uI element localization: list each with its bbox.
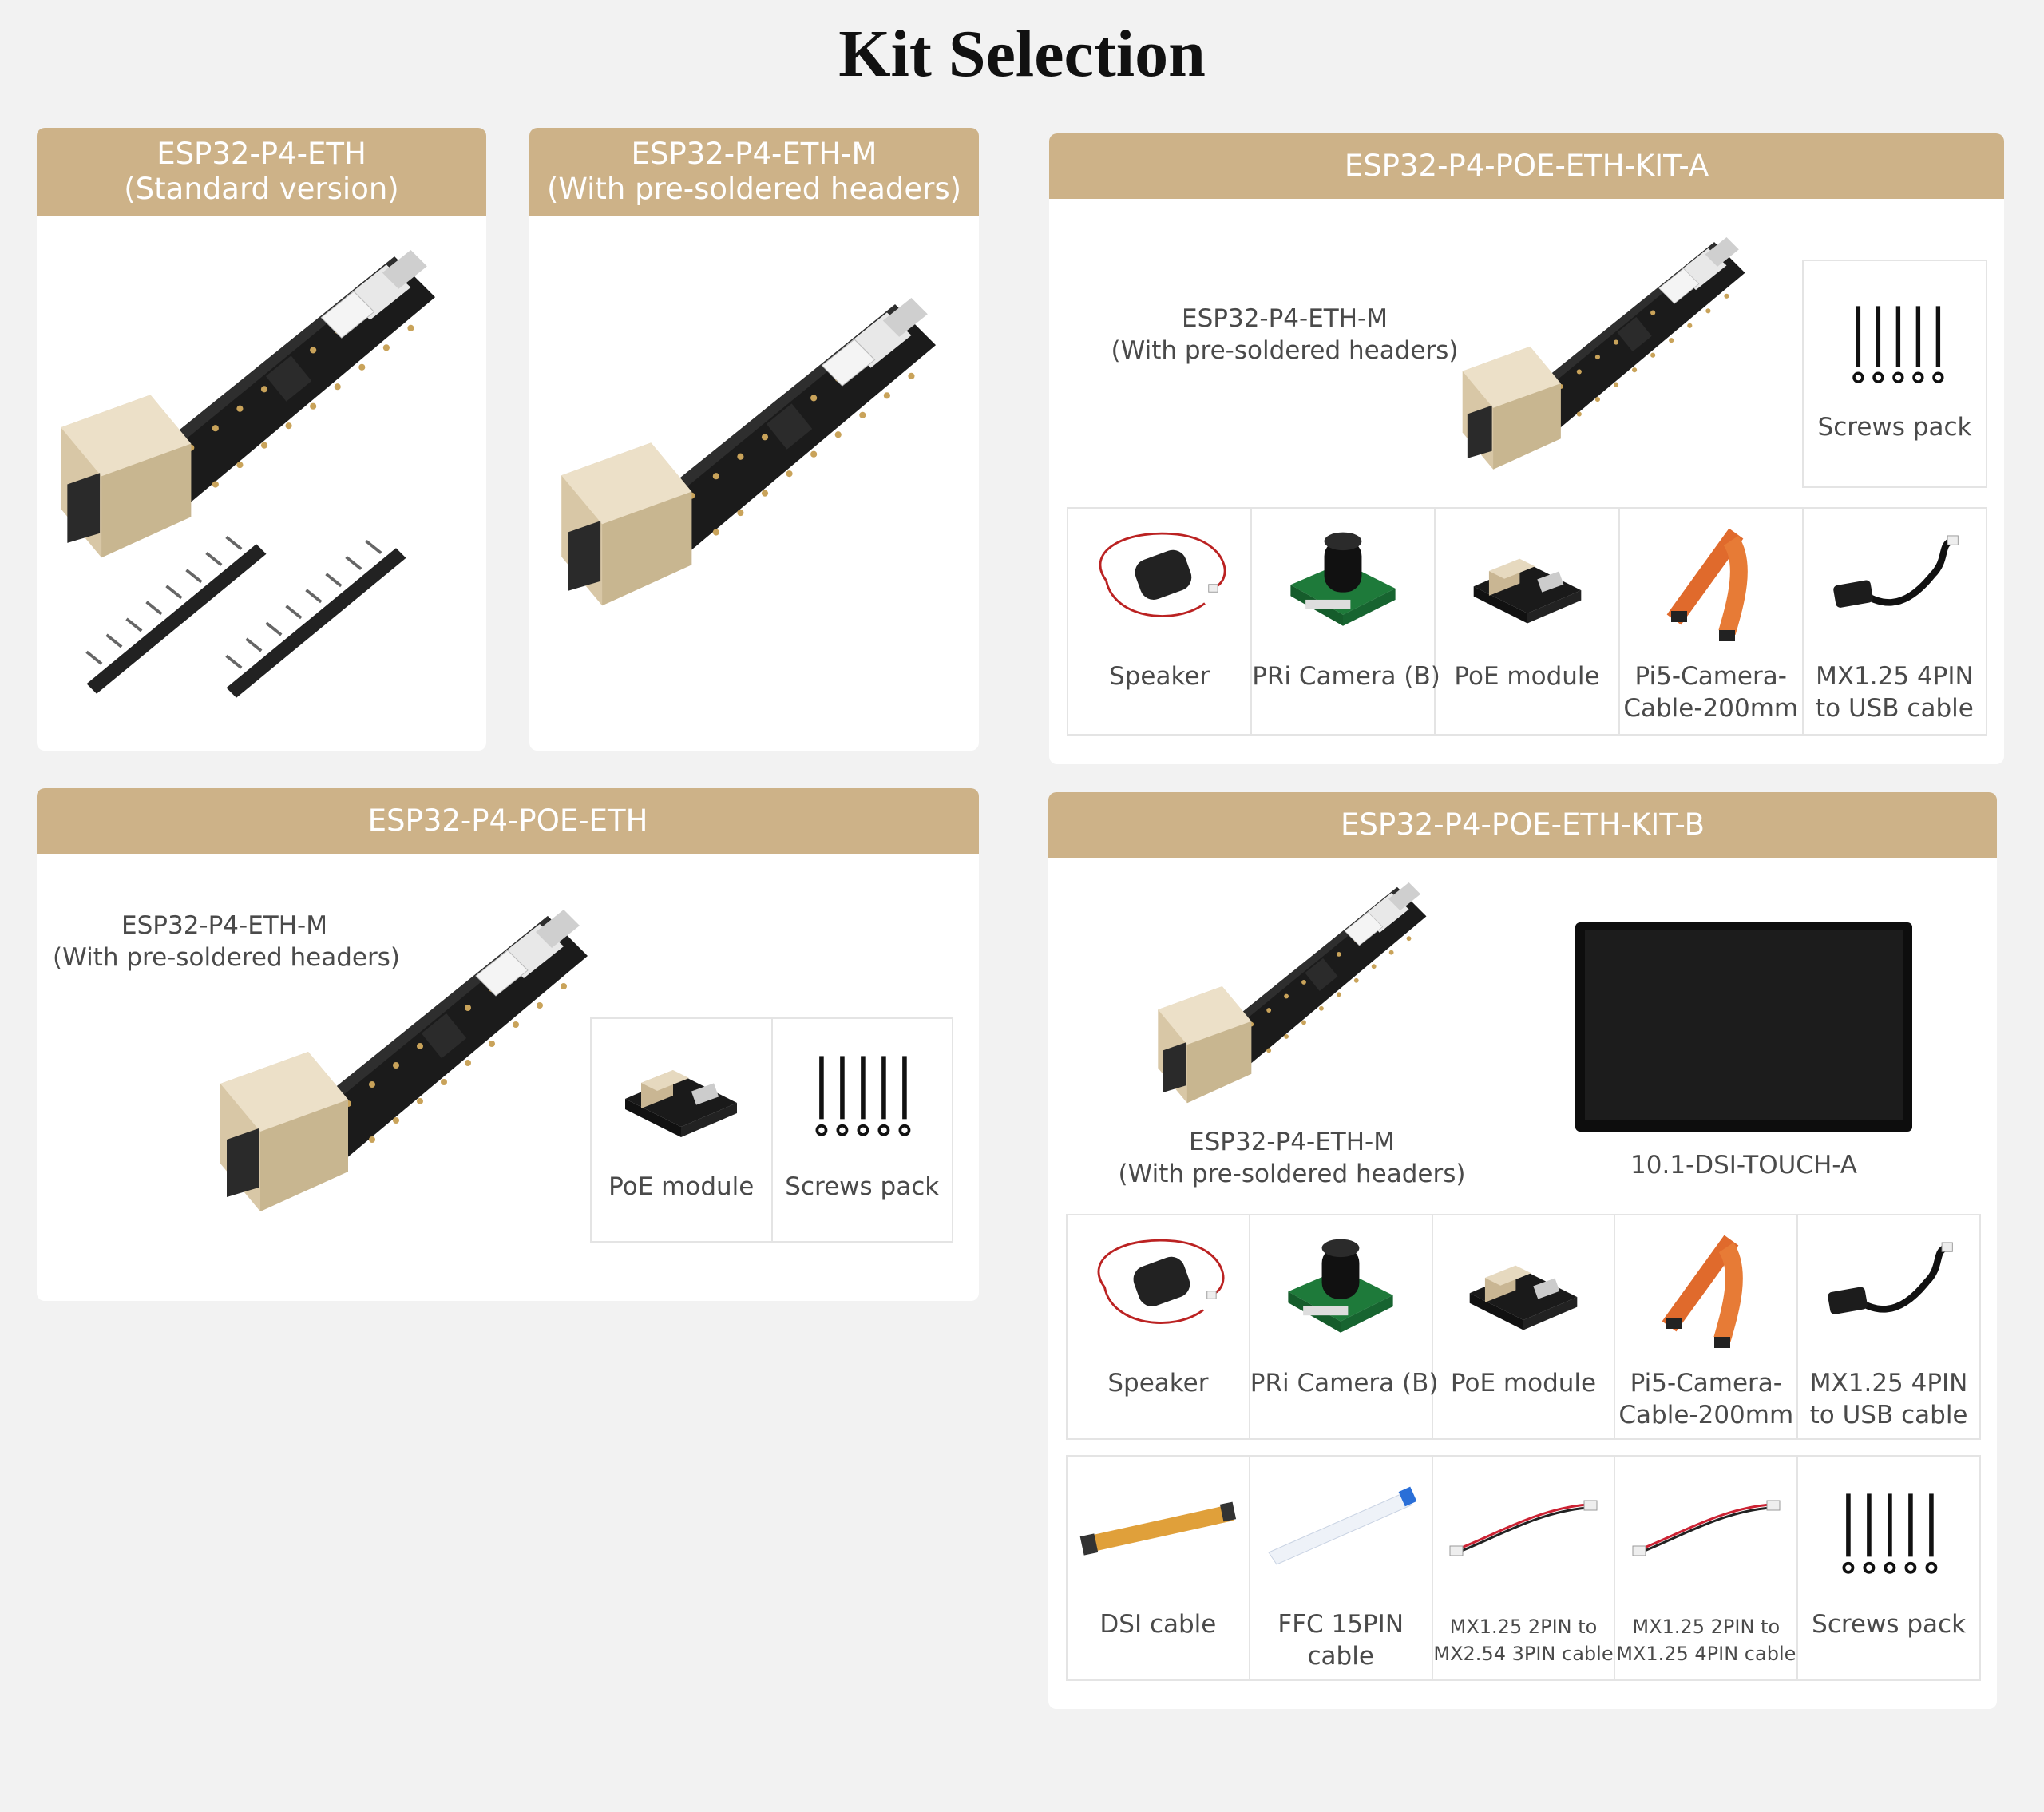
screws-icon [1837,1489,1941,1580]
poe-module-icon [1461,1239,1585,1339]
pin-header-icon [216,535,416,711]
card-header: ESP32-P4-ETH-M (With pre-soldered header… [529,128,979,216]
item-caption: PoE module [608,1172,755,1201]
screws-box: Screws pack [1802,260,1987,488]
screws-icon [810,1051,914,1143]
wire-icon [1444,1489,1603,1568]
item-caption: PRi Camera (B) [1250,1369,1439,1398]
accessory-camera-cable: Pi5-Camera-Cable-200mm [1615,1215,1799,1438]
accessory-screws: Screws pack [773,1019,953,1241]
item-caption: Screws pack [1812,1610,1967,1639]
page-title: Kit Selection [838,17,1206,91]
poe-module-icon [617,1043,745,1147]
item-caption: DSI cable [1099,1610,1217,1639]
card-kit-b: ESP32-P4-POE-ETH-KIT-B ESP32-P4-ETH-M (W… [1048,792,1997,1709]
accessory-row: Speaker PRi Camera (B) PoE module Pi5-Ca… [1067,507,1987,736]
accessory-camera: PRi Camera (B) [1252,509,1440,734]
esp32-board-icon [553,287,976,647]
accessory-speaker: Speaker [1068,1215,1250,1438]
card-header: ESP32-P4-POE-ETH [37,788,979,854]
accessory-camera: PRi Camera (B) [1250,1215,1439,1438]
item-caption: PoE module [1454,662,1600,691]
card-header: ESP32-P4-ETH (Standard version) [37,128,486,216]
usb-cable-icon [1827,529,1963,636]
card-title: ESP32-P4-ETH [156,137,366,171]
speaker-icon [1082,1231,1234,1343]
board-caption: ESP32-P4-ETH-M (With pre-soldered header… [53,911,400,972]
card-header: ESP32-P4-POE-ETH-KIT-B [1048,792,1997,858]
card-title: ESP32-P4-POE-ETH-KIT-A [1344,149,1709,183]
ffc-cable-icon [1663,525,1759,644]
wire-icon [1626,1489,1786,1568]
card-esp32-p4-eth: ESP32-P4-ETH (Standard version) [37,128,486,751]
dsi-cable-icon [1078,1489,1238,1568]
ffc-cable-icon [1658,1231,1754,1351]
accessory-row: PoE module Screws pack [590,1017,953,1243]
item-caption: Screws pack [1817,413,1972,442]
accessory-screws: Screws pack [1798,1457,1979,1679]
esp32-board-icon [1456,229,1776,501]
card-kit-a: ESP32-P4-POE-ETH-KIT-A ESP32-P4-ETH-M (W… [1049,133,2004,764]
poe-module-icon [1465,533,1589,632]
card-title: ESP32-P4-POE-ETH-KIT-B [1341,807,1705,842]
camera-icon [1281,1230,1400,1346]
esp32-board-icon [212,900,628,1251]
card-header: ESP32-P4-POE-ETH-KIT-A [1049,133,2004,199]
card-subtitle: (Standard version) [124,172,399,206]
board-caption: ESP32-P4-ETH-M (With pre-soldered header… [1111,304,1459,365]
accessory-dsi-cable: DSI cable [1068,1457,1250,1679]
board-caption: ESP32-P4-ETH-M (With pre-soldered header… [1118,1128,1466,1188]
accessory-poe-module: PoE module [1436,509,1620,734]
ffc-15pin-icon [1261,1481,1420,1576]
item-caption: Speaker [1109,662,1210,691]
card-title: ESP32-P4-POE-ETH [367,803,648,838]
card-poe-eth: ESP32-P4-POE-ETH ESP32-P4-ETH-M (With pr… [37,788,979,1301]
speaker-icon [1083,525,1235,636]
accessory-row: Speaker PRi Camera (B) PoE module Pi5-Ca… [1066,1214,1981,1440]
usb-cable-icon [1821,1235,1957,1343]
item-caption: PoE module [1450,1369,1597,1398]
card-title: ESP32-P4-ETH-M [631,137,877,171]
accessory-speaker: Speaker [1068,509,1253,734]
accessory-poe-module: PoE module [1433,1215,1616,1438]
accessory-poe-module: PoE module [592,1019,773,1241]
accessory-camera-cable: Pi5-Camera-Cable-200mm [1620,509,1804,734]
card-esp32-p4-eth-m: ESP32-P4-ETH-M (With pre-soldered header… [529,128,979,751]
item-caption: Pi5-Camera-Cable-200mm [1618,1369,1794,1429]
item-caption: Pi5-Camera-Cable-200mm [1623,662,1799,723]
touch-display-icon [1575,922,1912,1132]
item-caption: Speaker [1107,1369,1209,1398]
esp32-board-icon [1152,872,1456,1136]
camera-icon [1283,523,1403,639]
card-subtitle: (With pre-soldered headers) [546,172,962,206]
item-caption: Screws pack [785,1172,940,1201]
screws-icon [1848,299,1947,391]
item-caption: PRi Camera (B) [1252,662,1440,691]
display-caption: 10.1-DSI-TOUCH-A [1630,1151,1857,1180]
